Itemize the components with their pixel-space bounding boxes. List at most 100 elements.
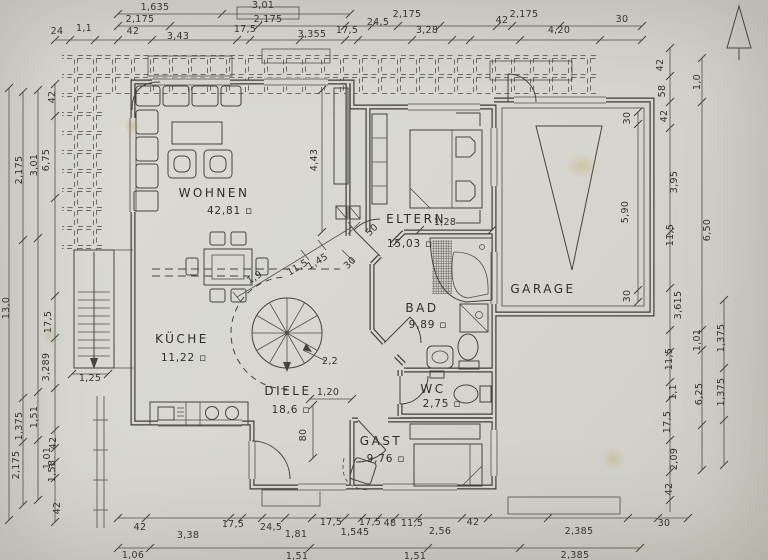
dimension-label: 30: [658, 518, 671, 529]
guest-door-arc: [355, 419, 387, 463]
dimension-label: 1,06: [122, 550, 144, 560]
dimension-label: 42: [134, 522, 147, 533]
entrance-porch: [261, 489, 321, 507]
dimension-ticks: [305, 394, 357, 404]
room-label: ELTERN: [386, 212, 446, 226]
dimension-label: 42: [664, 483, 675, 496]
room-label: DIELE: [264, 384, 311, 398]
dimension-label: 42: [47, 91, 58, 104]
dimension-label: 2,175: [254, 14, 283, 25]
walls: [130, 79, 655, 490]
dimension-label: 17,5: [234, 24, 256, 35]
burner: [205, 406, 219, 420]
dimension-ticks: [113, 543, 645, 553]
dimension-label: 1,1: [668, 384, 679, 400]
dimension-ticks: [113, 9, 355, 19]
chimney-flues: [335, 205, 361, 220]
dimension-label: 2,385: [565, 526, 594, 537]
dimension-ticks: [18, 87, 28, 510]
dimension-label: 30: [616, 14, 629, 25]
dimension-label: 30: [622, 290, 633, 303]
dimension-label: 3,01: [252, 0, 274, 11]
dimension-label: 24,5: [260, 522, 282, 533]
burner: [225, 406, 239, 420]
outdoor-stair: [73, 249, 133, 528]
dimension-label: 3,615: [673, 291, 684, 320]
dimension-label: 2,175: [510, 9, 539, 20]
dimension-label: 2,09: [669, 448, 680, 470]
coffee-table: [171, 121, 223, 145]
dimension-label: 3,95: [669, 171, 680, 193]
dimension-label: 42: [48, 437, 59, 450]
dimension-label: 2,2: [322, 356, 338, 367]
open-boundary-dashed: [152, 268, 340, 277]
furniture-kitchen: [149, 401, 249, 426]
dimension-label: 11,5: [401, 518, 423, 529]
room-area-label: 9,76 ▫: [367, 453, 406, 465]
room-label: BAD: [405, 301, 438, 315]
dimension-ticks: [113, 21, 647, 31]
bath-door-arc: [383, 316, 422, 344]
garage-door: [514, 95, 606, 105]
dimension-label: 42: [127, 26, 140, 37]
room-area-label: 9,89 ▫: [409, 319, 448, 331]
dimension-label: 1,375: [14, 412, 25, 441]
room-area-label: 15,03 ▫: [387, 238, 433, 250]
dimension-label: 1,01: [42, 447, 53, 469]
dimension-label: 2,175: [11, 451, 22, 480]
dimension-ticks: [50, 79, 60, 527]
room-label: WOHNEN: [179, 186, 250, 200]
dimension-label: 42: [467, 517, 480, 528]
dimension-ticks: [697, 53, 707, 475]
dimension-label: 1,58: [47, 460, 58, 482]
dimension-label: 17,5: [662, 411, 673, 433]
dimension-ticks: [665, 43, 675, 505]
room-label: KÜCHE: [155, 330, 209, 346]
wc-door-arc: [399, 375, 429, 405]
dimension-label: 13,0: [1, 297, 12, 319]
dimension-label: 1,545: [341, 527, 370, 538]
dimension-label: 30: [622, 112, 633, 125]
spiral-staircase: [230, 276, 323, 390]
dimension-label: 42: [655, 59, 666, 72]
dimension-label: 4,43: [309, 149, 320, 171]
double-bed: [409, 129, 483, 209]
dimension-label: 6,25: [694, 383, 705, 405]
garage: [501, 107, 645, 307]
dimension-label: 42: [52, 502, 63, 515]
dimension-ticks: [633, 107, 643, 307]
dimension-label: 1,375: [716, 378, 727, 407]
sink: [157, 406, 175, 421]
garden-path: [93, 396, 108, 528]
side-door-arc: [507, 73, 537, 103]
toilet: [457, 333, 479, 361]
dimension-ticks: [317, 85, 327, 237]
dimension-label: 3,38: [177, 530, 199, 541]
furniture-bath: [426, 237, 493, 370]
wardrobe: [371, 113, 388, 205]
dimension-label: 17,5: [336, 25, 358, 36]
dimension-label: 24: [51, 26, 64, 37]
dimension-label: 2,175: [126, 14, 155, 25]
dimension-label: 17,5: [222, 519, 244, 530]
armchair: [203, 149, 233, 179]
dimension-label: 1,1: [76, 23, 92, 34]
dimension-label: 1,635: [141, 2, 170, 13]
washbasin: [426, 345, 454, 369]
north-arrow-icon: [726, 4, 752, 60]
dimension-label: 1,51: [29, 406, 40, 428]
dimension-label: 11,5: [285, 257, 310, 278]
dimension-label: 3,355: [298, 29, 327, 40]
dimension-label: 42: [496, 15, 509, 26]
dimension-label: 42: [659, 110, 670, 123]
room-area-label: 18,6 ▫: [272, 404, 311, 416]
dimension-ticks: [113, 513, 693, 523]
furniture-living: [131, 81, 361, 303]
shower: [459, 303, 489, 333]
kitchen-door-gap: [247, 441, 257, 479]
dimension-label: 17,5: [359, 517, 381, 528]
dimension-ticks: [719, 295, 729, 470]
room-label: WC: [420, 382, 445, 396]
